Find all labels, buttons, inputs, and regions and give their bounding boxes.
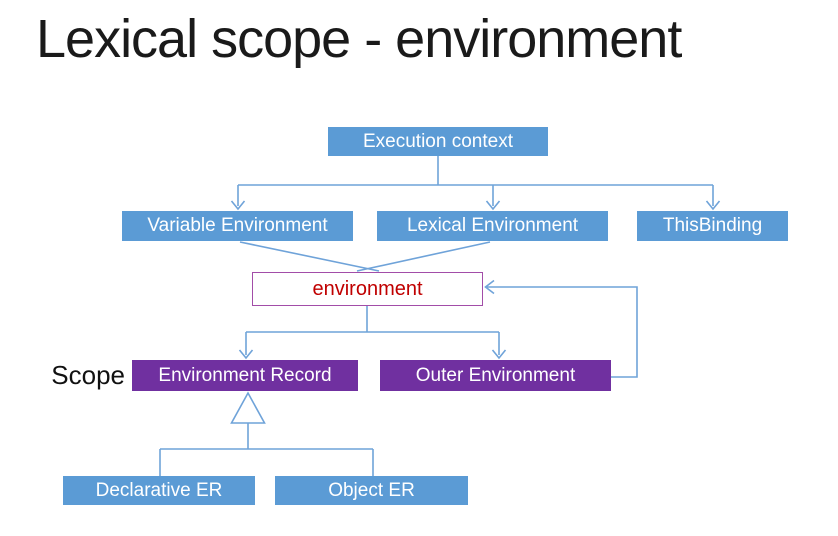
node-execution-context: Execution context: [328, 127, 548, 156]
node-lexical-environment: Lexical Environment: [377, 211, 608, 241]
arrowhead-env-record: [238, 349, 254, 360]
node-outer-environment-label: Outer Environment: [415, 364, 576, 386]
arrowhead-outer-env: [491, 349, 507, 360]
inheritance-triangle: [230, 391, 266, 424]
slide-title: Lexical scope - environment: [36, 9, 682, 69]
scope-label: Scope: [51, 360, 125, 390]
node-execution-context-label: Execution context: [363, 130, 513, 152]
arrowhead-loop-environment: [484, 279, 495, 295]
edge-lexenv-environment: [356, 241, 491, 272]
arrowhead-this-binding: [705, 200, 721, 211]
node-environment: environment: [252, 272, 483, 306]
node-declarative-er-label: Declarative ER: [95, 479, 223, 501]
node-environment-record-label: Environment Record: [158, 364, 332, 386]
node-environment-record: Environment Record: [132, 360, 358, 391]
node-variable-environment-label: Variable Environment: [147, 215, 328, 236]
node-environment-label: environment: [312, 277, 423, 300]
node-this-binding: ThisBinding: [637, 211, 788, 241]
node-variable-environment: Variable Environment: [122, 211, 353, 241]
arrowhead-variable-env: [230, 200, 246, 211]
node-lexical-environment-label: Lexical Environment: [406, 215, 579, 236]
node-object-er-label: Object ER: [328, 479, 415, 501]
node-outer-environment: Outer Environment: [380, 360, 611, 391]
arrowhead-lexical-env: [485, 200, 501, 211]
node-this-binding-label: ThisBinding: [662, 215, 763, 236]
node-object-er: Object ER: [275, 476, 468, 505]
edge-varenv-environment: [239, 241, 380, 272]
edge-outerenv-loop: [487, 286, 638, 378]
node-declarative-er: Declarative ER: [63, 476, 255, 505]
